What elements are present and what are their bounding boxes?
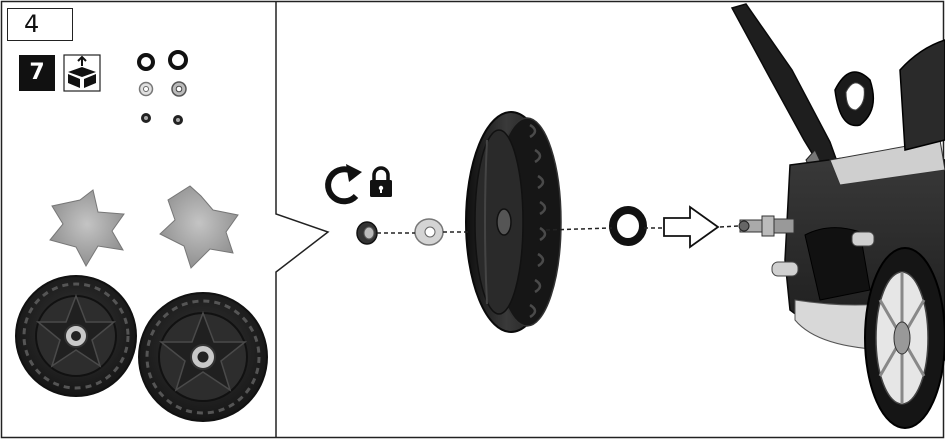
o-ring-left <box>137 53 155 71</box>
kit-wheel-left <box>15 275 137 397</box>
mower-wheel <box>864 247 945 429</box>
exploded-wheel <box>465 111 562 333</box>
rotate-clockwise-icon <box>325 164 362 205</box>
parts-count-badge: 7 <box>19 55 55 91</box>
hubcap-left <box>49 189 125 268</box>
hubcap-right <box>159 185 239 269</box>
mower-handle <box>730 3 841 177</box>
unpack-box-icon <box>63 54 101 92</box>
spare-parts-group <box>137 50 188 125</box>
step-number: 4 <box>7 8 73 41</box>
callout-pointer <box>275 1 330 438</box>
assembly-direction-arrow-icon <box>663 205 720 249</box>
o-ring-right <box>168 50 188 70</box>
exploded-nut <box>356 221 378 245</box>
kit-wheel-right <box>138 292 268 422</box>
mower-axle <box>738 215 795 237</box>
mower-engine <box>899 39 945 151</box>
exploded-washer <box>414 218 444 246</box>
alignment-line <box>377 225 739 234</box>
lawn-mower <box>730 3 945 429</box>
wheel-tread <box>529 123 547 319</box>
lock-icon <box>370 166 392 197</box>
exploded-o-ring <box>609 206 647 246</box>
